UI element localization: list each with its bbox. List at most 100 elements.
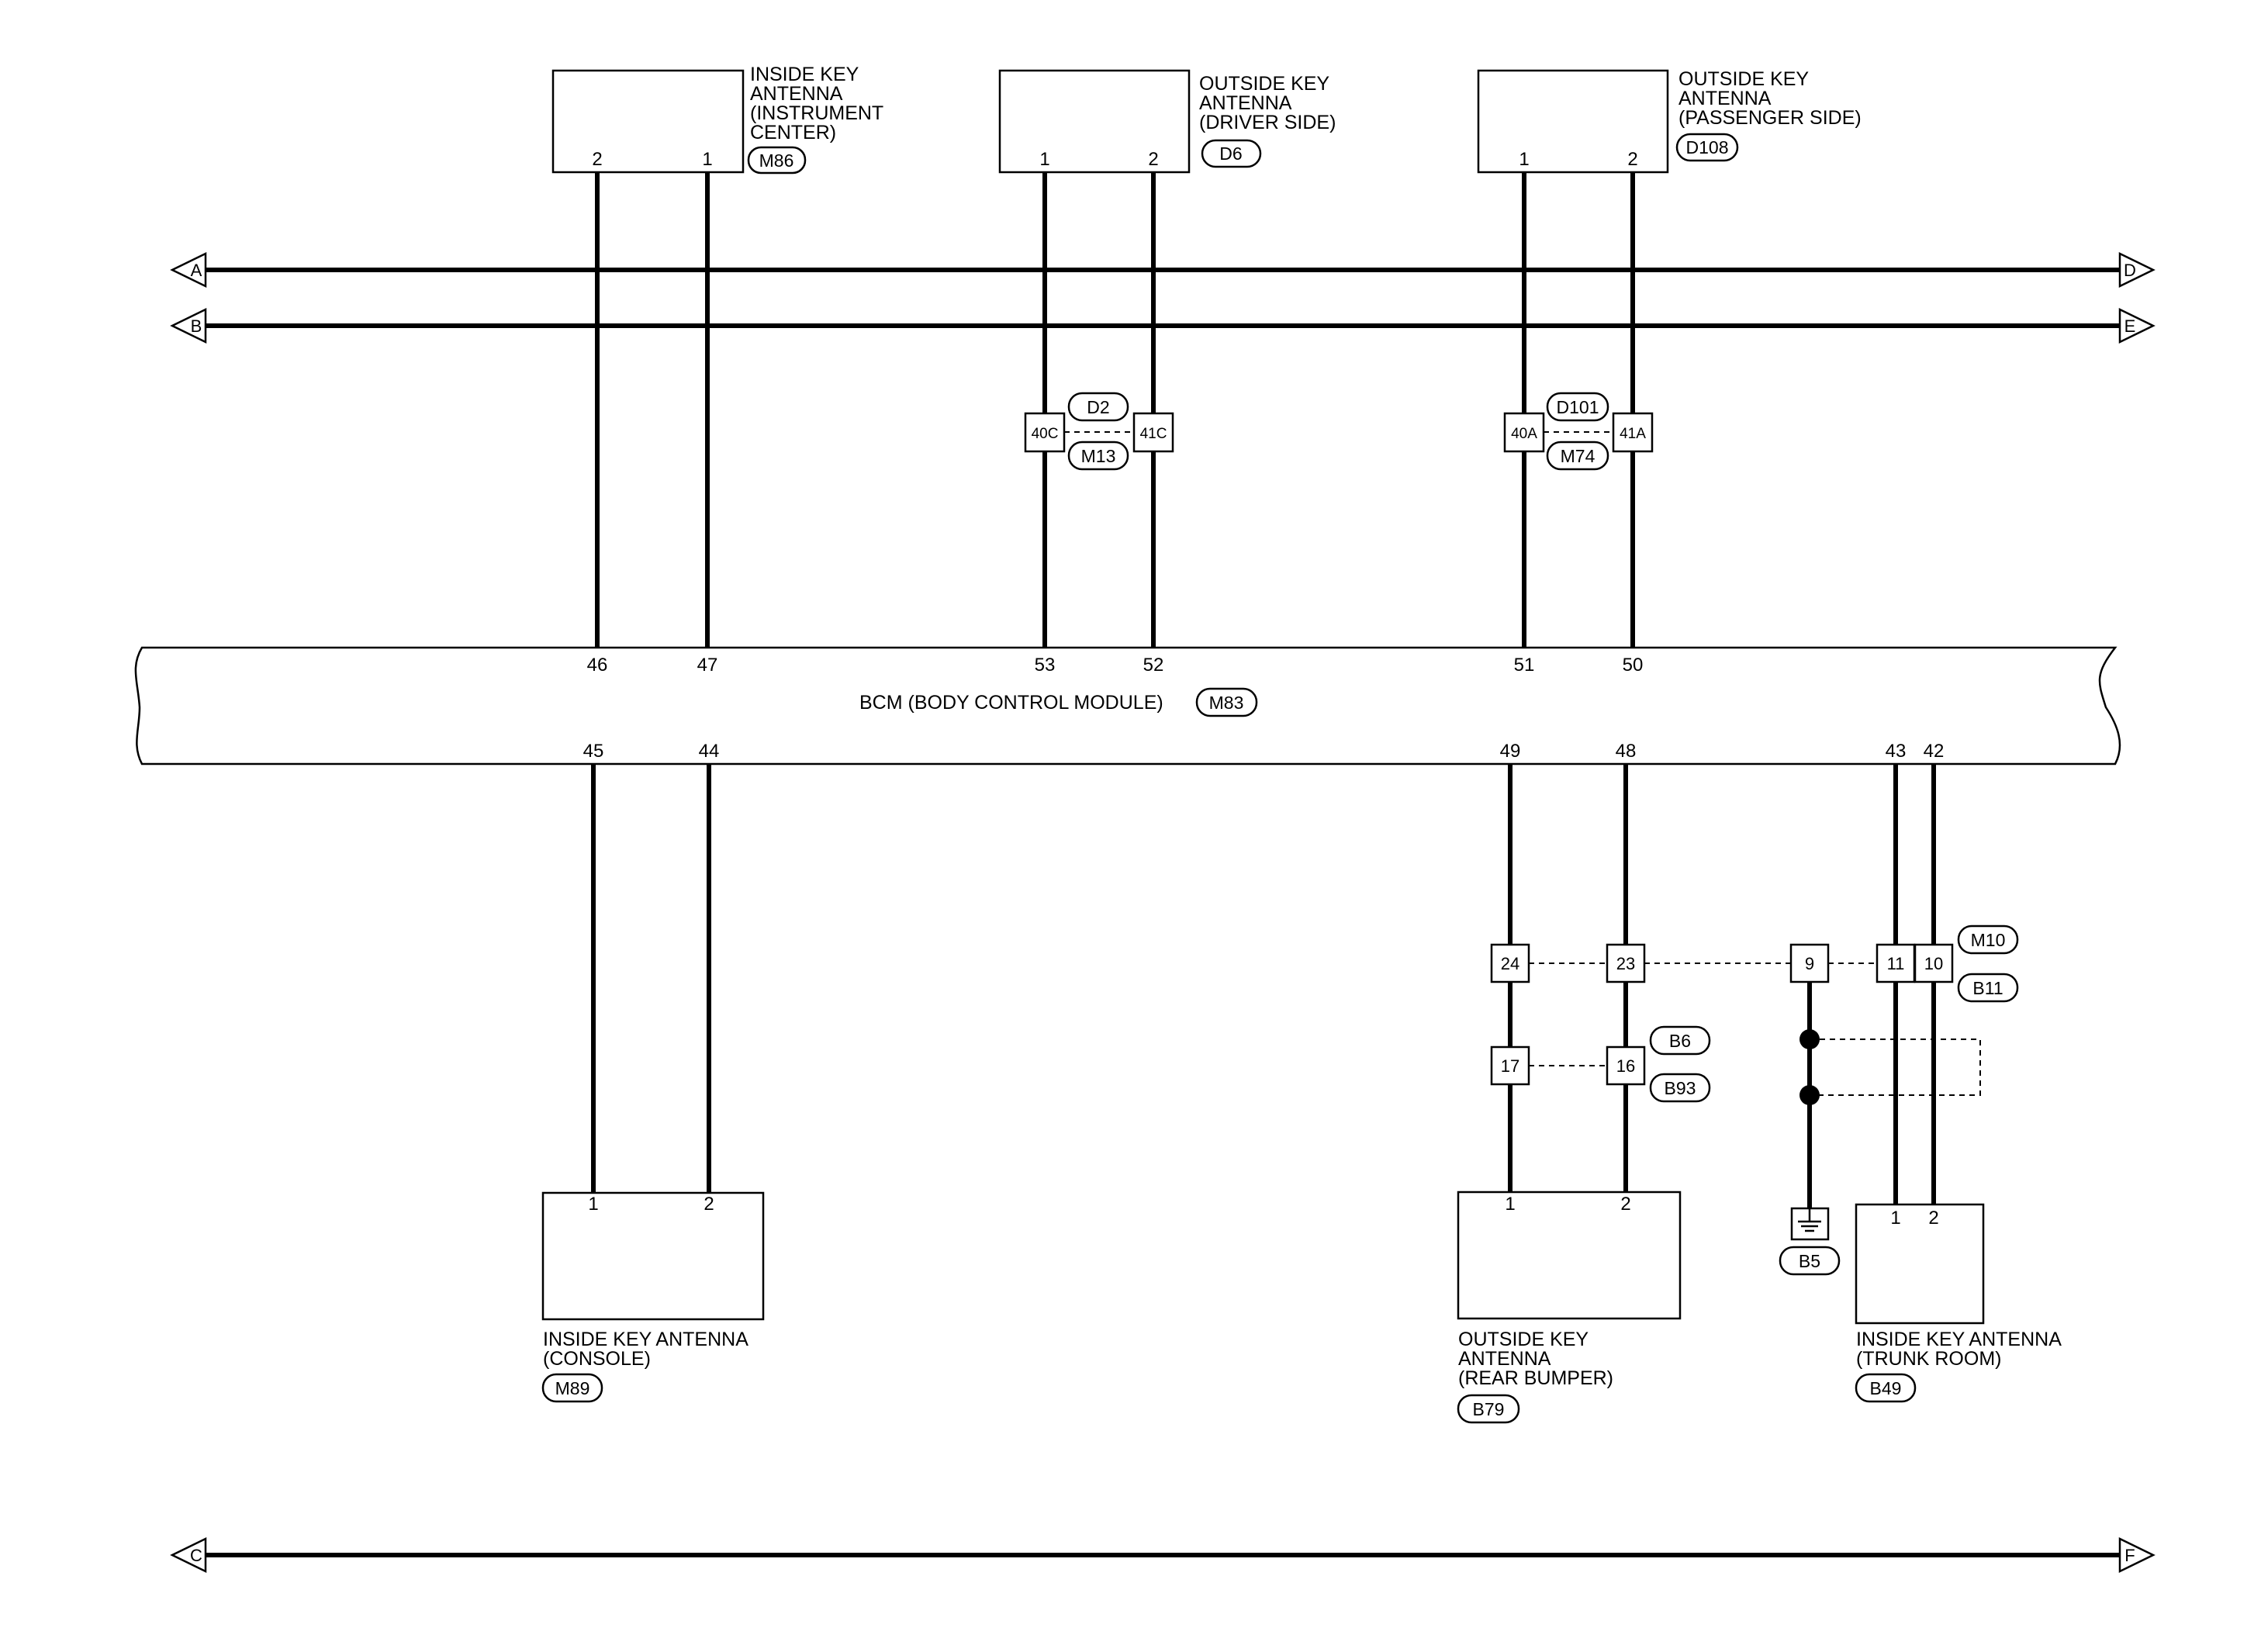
connector-tag xyxy=(1957,973,2019,1003)
component-name-line: ANTENNA xyxy=(750,83,843,105)
connector-tag xyxy=(1195,687,1258,717)
connector-tag-label: B5 xyxy=(1799,1251,1820,1271)
connector-tag xyxy=(1201,139,1262,168)
bus-line-c-f: C F xyxy=(170,1536,2156,1574)
bus-line-a-d: A D xyxy=(170,251,2156,289)
junction-driver: 40C 41C D2 M13 xyxy=(1024,392,1174,471)
pin-label: 2 xyxy=(1148,149,1158,170)
connector-tag-label: B6 xyxy=(1669,1031,1691,1051)
bus-marker-e xyxy=(2118,307,2156,344)
junction-rear-upper: 24 23 9 11 10 M10 B11 xyxy=(1490,924,2019,1003)
bcm-pin-label: 46 xyxy=(587,655,608,676)
component-name-line: (INSTRUMENT xyxy=(750,102,883,124)
pin-label: 1 xyxy=(702,149,712,170)
bcm-pin-label: 44 xyxy=(699,741,720,762)
connector-tag-label: M83 xyxy=(1209,693,1244,713)
component-name-line: INSIDE KEY ANTENNA xyxy=(1856,1329,2062,1350)
component-name-line: (PASSENGER SIDE) xyxy=(1678,107,1862,129)
component-box xyxy=(1457,1191,1682,1320)
connector-tag-label: M74 xyxy=(1561,446,1595,466)
component-outside-antenna-rear-bumper: 1 2 OUTSIDE KEY ANTENNA (REAR BUMPER) B7… xyxy=(1457,1191,1682,1424)
component-box xyxy=(541,1191,765,1321)
pin-label: 1 xyxy=(1519,149,1529,170)
bcm-pin-label: 47 xyxy=(697,655,718,676)
bcm-pin-label: 53 xyxy=(1035,655,1056,676)
terminal xyxy=(1132,412,1174,453)
component-name-line: (CONSOLE) xyxy=(543,1348,651,1370)
pin-label: 1 xyxy=(1890,1208,1900,1229)
connector-tag-label: B79 xyxy=(1473,1399,1505,1419)
component-inside-antenna-instrument: 2 1 INSIDE KEY ANTENNA (INSTRUMENT CENTE… xyxy=(551,64,883,175)
terminal-label: 24 xyxy=(1501,954,1519,973)
terminal-label: 23 xyxy=(1616,954,1635,973)
connector-tag-label: M86 xyxy=(759,150,794,171)
terminal-label: 10 xyxy=(1924,954,1943,973)
terminal-label: 41A xyxy=(1620,426,1646,442)
shield-ground: B5 xyxy=(1779,1029,1981,1276)
component-name-line: INSIDE KEY xyxy=(750,64,859,85)
connector-tag xyxy=(1067,392,1129,422)
bcm-module: 46 47 53 52 51 50 BCM (BODY CONTROL MODU… xyxy=(134,646,2121,766)
terminal-label: 40C xyxy=(1032,426,1059,442)
connector-tag xyxy=(541,1373,603,1403)
bcm-pin-label: 52 xyxy=(1143,655,1164,676)
connector-tag-label: D2 xyxy=(1087,397,1109,417)
pin-label: 1 xyxy=(1505,1194,1515,1215)
bus-marker-d xyxy=(2118,251,2156,289)
terminal-label: 11 xyxy=(1887,954,1905,973)
pin-label: 2 xyxy=(1620,1194,1630,1215)
terminal-label: 16 xyxy=(1616,1056,1635,1076)
connector-tag xyxy=(1067,441,1129,471)
terminal xyxy=(1490,1045,1530,1086)
terminal xyxy=(1503,412,1545,453)
bus-marker-c xyxy=(170,1536,207,1574)
connector-tag xyxy=(1957,924,2019,955)
terminal xyxy=(1606,1045,1646,1086)
connector-tag-label: M89 xyxy=(555,1378,590,1398)
pin-label: 2 xyxy=(704,1194,714,1215)
terminal xyxy=(1914,943,1954,983)
junction-passenger: 40A 41A D101 M74 xyxy=(1503,392,1654,471)
component-name-line: OUTSIDE KEY xyxy=(1199,73,1329,95)
connector-tag-label: M13 xyxy=(1081,446,1116,466)
component-name-line: ANTENNA xyxy=(1199,92,1292,114)
bus-marker-f-label: F xyxy=(2124,1546,2135,1565)
bcm-pin-label: 49 xyxy=(1500,741,1521,762)
terminal xyxy=(1612,412,1654,453)
connector-tag xyxy=(1855,1373,1917,1403)
component-name-line: OUTSIDE KEY xyxy=(1458,1329,1589,1350)
component-box xyxy=(1855,1203,1985,1325)
component-name-line: INSIDE KEY ANTENNA xyxy=(543,1329,748,1350)
component-inside-antenna-console: 1 2 INSIDE KEY ANTENNA (CONSOLE) M89 xyxy=(541,1191,765,1403)
connector-tag xyxy=(1546,392,1609,422)
bus-marker-d-label: D xyxy=(2124,261,2136,280)
connector-tag-label: D101 xyxy=(1557,397,1599,417)
connector-tag xyxy=(1649,1073,1711,1103)
terminal xyxy=(1876,943,1916,983)
bcm-pin-label: 43 xyxy=(1886,741,1907,762)
connector-tag xyxy=(1546,441,1609,471)
pin-label: 2 xyxy=(592,149,602,170)
terminal-label: 17 xyxy=(1501,1056,1519,1076)
bcm-pin-label: 51 xyxy=(1514,655,1535,676)
component-inside-antenna-trunk: 1 2 INSIDE KEY ANTENNA (TRUNK ROOM) B49 xyxy=(1855,1203,2062,1403)
terminal-label: 9 xyxy=(1805,954,1814,973)
bus-marker-a xyxy=(170,251,207,289)
connector-tag xyxy=(1649,1025,1711,1056)
connector-tag xyxy=(1457,1394,1520,1424)
component-box xyxy=(998,69,1191,174)
pin-label: 1 xyxy=(588,1194,598,1215)
connector-tag-label: D108 xyxy=(1686,137,1729,157)
top-wires xyxy=(595,172,1635,648)
pin-label: 2 xyxy=(1928,1208,1938,1229)
component-name-line: (REAR BUMPER) xyxy=(1458,1367,1613,1389)
junction-rear-lower: 17 16 B6 B93 xyxy=(1490,1025,1711,1103)
component-name-line: (DRIVER SIDE) xyxy=(1199,112,1336,133)
terminal xyxy=(1490,943,1530,983)
bcm-pin-label: 50 xyxy=(1623,655,1644,676)
component-name-line: (TRUNK ROOM) xyxy=(1856,1348,2001,1370)
shield-dash xyxy=(1810,1039,1981,1096)
connector-tag-label: B93 xyxy=(1665,1078,1696,1098)
bcm-outline xyxy=(134,646,2121,766)
